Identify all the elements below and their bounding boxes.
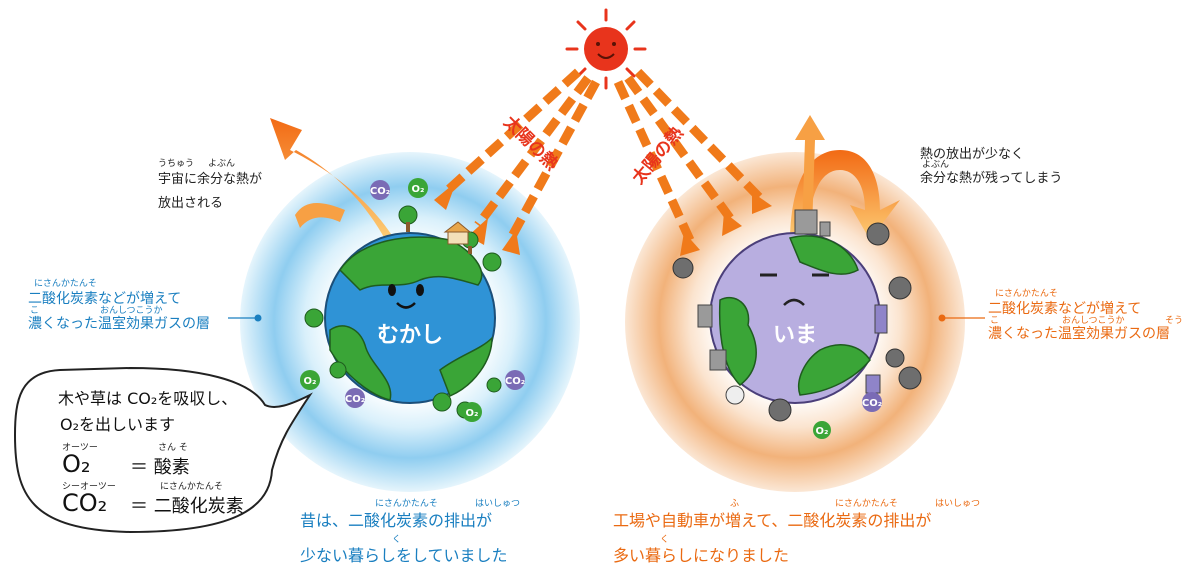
ruby: く bbox=[392, 535, 402, 545]
ruby: おんしつこうか bbox=[100, 306, 163, 316]
ruby: おんしつこうか bbox=[1062, 316, 1125, 326]
weak-escape-arrow bbox=[795, 115, 825, 230]
ruby: にさんかたんそ bbox=[995, 289, 1058, 299]
gas-layer-pointer-right bbox=[938, 314, 946, 322]
heat-trapped-text-line2: 余分な熱が残ってしまう bbox=[920, 171, 1063, 186]
planet-label-past: むかし bbox=[377, 323, 443, 348]
co2-label: CO₂ bbox=[370, 186, 390, 197]
co2-label: CO₂ bbox=[505, 376, 525, 387]
caption-past-line1: 昔は、二酸化炭素の排出が bbox=[300, 511, 493, 530]
heat-release-text-line2: 放出される bbox=[158, 196, 224, 211]
ruby: はいしゅつ bbox=[935, 499, 981, 509]
ruby: さん そ bbox=[158, 443, 188, 453]
ruby: うちゅう bbox=[158, 159, 195, 169]
co2-name: ＝ 二酸化炭素 bbox=[130, 496, 244, 517]
heat-trapped-text-line1: 熱の放出が少なく bbox=[920, 147, 1025, 162]
gas-layer-label-line1-right: 二酸化炭素などが増えて bbox=[988, 301, 1142, 317]
trapped-heat-arrow bbox=[790, 150, 900, 245]
ruby: はいしゅつ bbox=[475, 499, 521, 509]
earth-past bbox=[304, 205, 502, 419]
ruby: こ bbox=[30, 306, 40, 316]
o2-name: ＝ 酸素 bbox=[130, 457, 190, 478]
earth-present bbox=[672, 209, 922, 422]
factory-icon bbox=[697, 209, 888, 394]
ruby: く bbox=[660, 535, 670, 545]
gas-layer-pointer-left bbox=[254, 314, 262, 322]
ruby: にさんかたんそ bbox=[375, 499, 438, 509]
ruby: ふ bbox=[730, 499, 740, 509]
caption-present-line1: 工場や自動車が増えて、二酸化炭素の排出が bbox=[613, 511, 932, 530]
ruby: こ bbox=[990, 316, 1000, 326]
o2-label: O₂ bbox=[304, 376, 317, 387]
caption-present-line2: 多い暮らしになりました bbox=[613, 546, 790, 565]
ruby: オーツー bbox=[62, 443, 98, 453]
caption-past-line2: 少ない暮らしをしていました bbox=[300, 546, 508, 565]
ruby: よぶん bbox=[922, 160, 950, 170]
bubble-line2: O₂を出しいます bbox=[60, 415, 176, 434]
ruby: にさんかたんそ bbox=[34, 279, 97, 289]
ruby: シーオーツー bbox=[62, 482, 116, 492]
gas-layer-label-line1: 二酸化炭素などが増えて bbox=[28, 291, 182, 307]
o2-formula: O₂ bbox=[62, 450, 91, 478]
car-icon bbox=[725, 385, 745, 405]
o2-label: O₂ bbox=[412, 184, 425, 195]
gas-layer-label-line2-right: 濃くなった温室効果ガスの層 bbox=[988, 326, 1170, 342]
heat-release-text-line1: 宇宙に余分な熱が bbox=[158, 172, 263, 187]
co2-label: CO₂ bbox=[345, 394, 365, 405]
escaping-heat-arrow bbox=[270, 118, 395, 245]
sunbeams bbox=[444, 68, 764, 243]
o2-label: O₂ bbox=[816, 426, 829, 437]
o2-label: O₂ bbox=[466, 408, 479, 419]
ruby: にさんかたんそ bbox=[835, 499, 898, 509]
speech-bubble bbox=[13, 366, 313, 534]
escaping-heat-arrow-small bbox=[295, 203, 345, 228]
planet-label-present: いま bbox=[773, 323, 817, 348]
co2-formula: CO₂ bbox=[62, 489, 108, 517]
ruby: そう bbox=[1165, 316, 1184, 326]
smoke-cloud-icon bbox=[672, 222, 922, 422]
ruby: にさんかたんそ bbox=[160, 482, 223, 492]
co2-label: CO₂ bbox=[862, 398, 882, 409]
bubble-line1: 木や草は CO₂を吸収し、 bbox=[58, 389, 238, 408]
gas-layer-label-line2: 濃くなった温室効果ガスの層 bbox=[28, 316, 210, 332]
ruby: よぶん bbox=[208, 159, 236, 169]
